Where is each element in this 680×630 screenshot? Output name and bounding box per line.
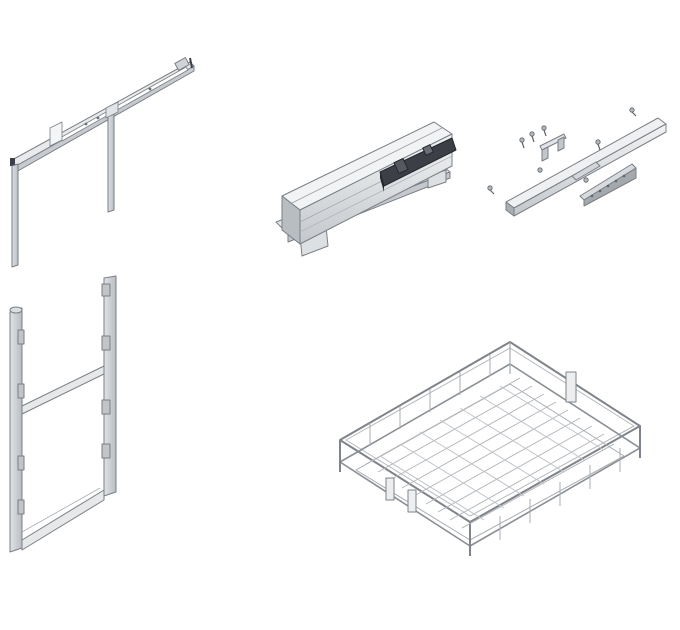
soft-close-mechanism-block	[275, 121, 457, 257]
mounting-bracket-kit	[487, 107, 667, 217]
wire-basket	[339, 341, 641, 556]
vertical-frame	[9, 275, 117, 553]
telescopic-slide-with-support	[10, 57, 195, 268]
